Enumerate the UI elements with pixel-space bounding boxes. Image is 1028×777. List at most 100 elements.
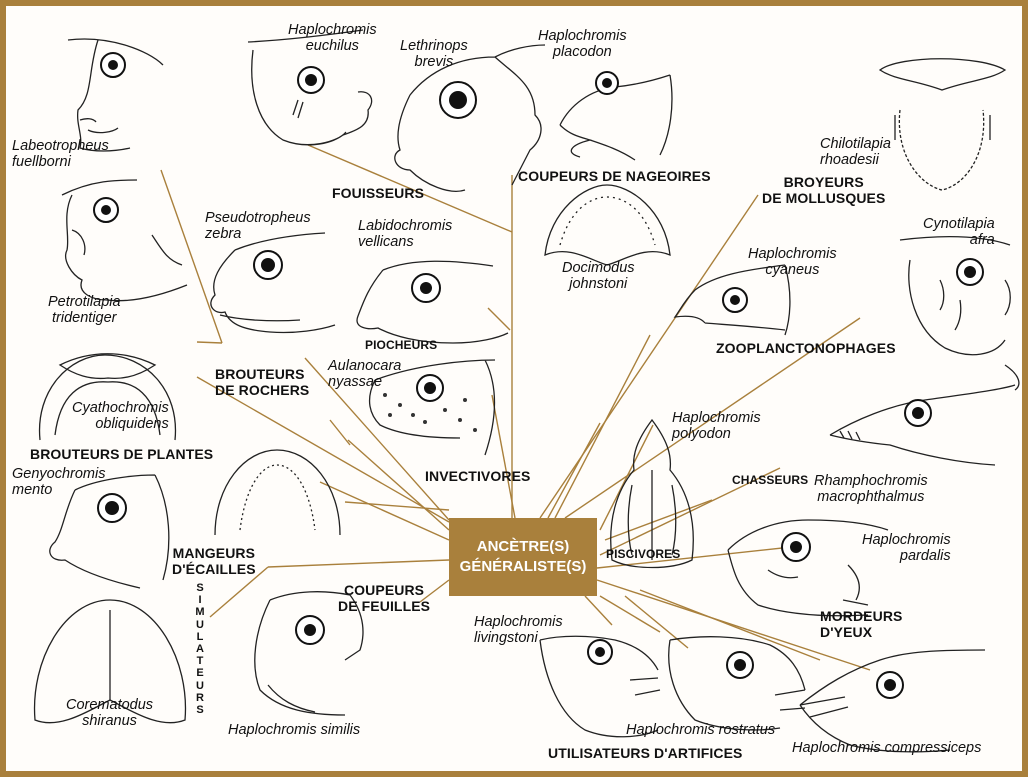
species-epithet: polyodon [672,426,761,442]
species-cyathochromis: Cyathochromis obliquidens [72,400,169,432]
simul-letter: S [193,704,207,716]
species-epithet: livingstoni [474,630,563,646]
species-epithet: shiranus [66,713,153,729]
species-epithet: cyaneus [748,262,837,278]
cat-brouteurs-rochers-line1: BROUTEURS [215,366,309,382]
simul-letter: S [193,582,207,594]
cat-zooplanctonophages: ZOOPLANCTONOPHAGES [716,340,896,356]
cat-broyeurs-line1: BROYEURS [762,174,885,190]
species-corematodus: Corematodus shiranus [66,697,153,729]
species-genus: Haplochromis [748,246,837,262]
species-genus: Haplochromis [672,410,761,426]
simul-letter: R [193,692,207,704]
species-genus: Chilotilapia [820,136,891,152]
cat-broyeurs: BROYEURS DE MOLLUSQUES [762,174,885,206]
cat-mordeurs-line1: MORDEURS [820,608,902,624]
link-docimodus [548,423,600,518]
cat-invectivores: INVECTIVORES [425,468,530,484]
species-docimodus: Docimodus johnstoni [562,260,635,292]
species-aulonocara: Aulanocara nyassae [328,358,401,390]
cat-mangeurs-line1: MANGEURS [172,545,256,561]
cat-mordeurs-yeux: MORDEURS D'YEUX [820,608,902,640]
species-epithet: nyassae [328,374,401,390]
species-compressiceps: Haplochromis compressiceps [792,740,981,756]
simul-letter: T [193,655,207,667]
species-euchilus: Haplochromis euchilus [288,22,377,54]
species-placodon: Haplochromis placodon [538,28,627,60]
center-ancestor-box: ANCÈTRE(S) GÉNÉRALISTE(S) [449,518,597,596]
cat-coupeurs-nageoires: COUPEURS DE NAGEOIRES [518,168,711,184]
link-compressiceps [640,590,820,660]
species-rostratus: Haplochromis rostratus [626,722,775,738]
cat-broyeurs-line2: DE MOLLUSQUES [762,190,885,206]
cat-coupeurs-feuilles-line1: COUPEURS [338,582,430,598]
species-epithet: placodon [538,44,627,60]
species-genus: Haplochromis [474,614,563,630]
species-genus: Rhamphochromis [814,473,928,489]
jaw-docimodus [545,185,670,265]
species-genus: Lethrinops [400,38,468,54]
cat-utilisateurs-artifices: UTILISATEURS D'ARTIFICES [548,745,742,761]
species-epithet: johnstoni [562,276,635,292]
link-mangeurs-ecailles-2 [268,560,449,567]
link-broyeurs [540,195,758,518]
simul-letter: L [193,631,207,643]
cat-brouteurs-rochers-line2: DE ROCHERS [215,382,309,398]
species-genus: Pseudotropheus [205,210,311,226]
species-genus: Petrotilapia [48,294,121,310]
fish-rhamphochromis [830,365,1019,465]
species-genus: Haplochromis [288,22,377,38]
jaw-chilotilapia [880,59,1005,190]
cat-coupeurs-feuilles-line2: DE FEUILLES [338,598,430,614]
species-genus: Cyathochromis [72,400,169,416]
species-epithet: vellicans [358,234,452,250]
cat-mangeurs-line2: D'ÉCAILLES [172,561,256,577]
species-genus: Labidochromis [358,218,452,234]
fish-compressiceps [800,650,985,752]
species-genus: Haplochromis [862,532,951,548]
species-epithet: zebra [205,226,311,242]
species-similis: Haplochromis similis [228,722,360,738]
species-chilotilapia: Chilotilapia rhoadesii [820,136,891,168]
link-cyaneus [555,335,650,518]
species-cynotilapia: Cynotilapia afra [923,216,995,248]
simul-letter: U [193,680,207,692]
species-genus: Labeotropheus [12,138,109,154]
simul-letter: E [193,667,207,679]
species-epithet: macrophthalmus [814,489,928,505]
fish-labidochromis [357,261,508,343]
species-epithet: brevis [400,54,468,70]
species-epithet: euchilus [288,38,377,54]
link-brouteurs-plantes [348,440,449,530]
link-piocheurs [488,308,510,330]
species-genus: Genyochromis [12,466,105,482]
cat-piscivores: PISCIVORES [606,546,680,562]
species-genus: Corematodus [66,697,153,713]
species-polyodon: Haplochromis polyodon [672,410,761,442]
simul-letter: I [193,594,207,606]
species-labeotropheus: Labeotropheus fuellborni [12,138,109,170]
cat-piocheurs: PIOCHEURS [365,337,437,353]
simul-letter: U [193,619,207,631]
species-rhamphochromis: Rhamphochromis macrophthalmus [814,473,928,505]
fish-placodon [560,72,672,160]
fish-cynotilapia [900,237,1010,355]
species-epithet: mento [12,482,105,498]
species-livingstoni: Haplochromis livingstoni [474,614,563,646]
species-epithet: obliquidens [72,416,169,432]
cat-brouteurs-plantes: BROUTEURS DE PLANTES [30,446,213,462]
link-brouteurs-rochers-2 [197,377,449,522]
link-rostratus [600,596,660,632]
species-labidochromis: Labidochromis vellicans [358,218,452,250]
simul-letter: A [193,643,207,655]
fish-labeotropheus [68,39,163,151]
fish-petrotilapia [62,180,187,301]
species-petrotilapia: Petrotilapia tridentiger [48,294,121,326]
species-cyaneus: Haplochromis cyaneus [748,246,837,278]
link-polyodon [600,425,653,530]
cat-mordeurs-line2: D'YEUX [820,624,902,640]
species-epithet: rhoadesii [820,152,891,168]
fish-pseudotropheus [211,233,335,333]
simul-letter: M [193,606,207,618]
